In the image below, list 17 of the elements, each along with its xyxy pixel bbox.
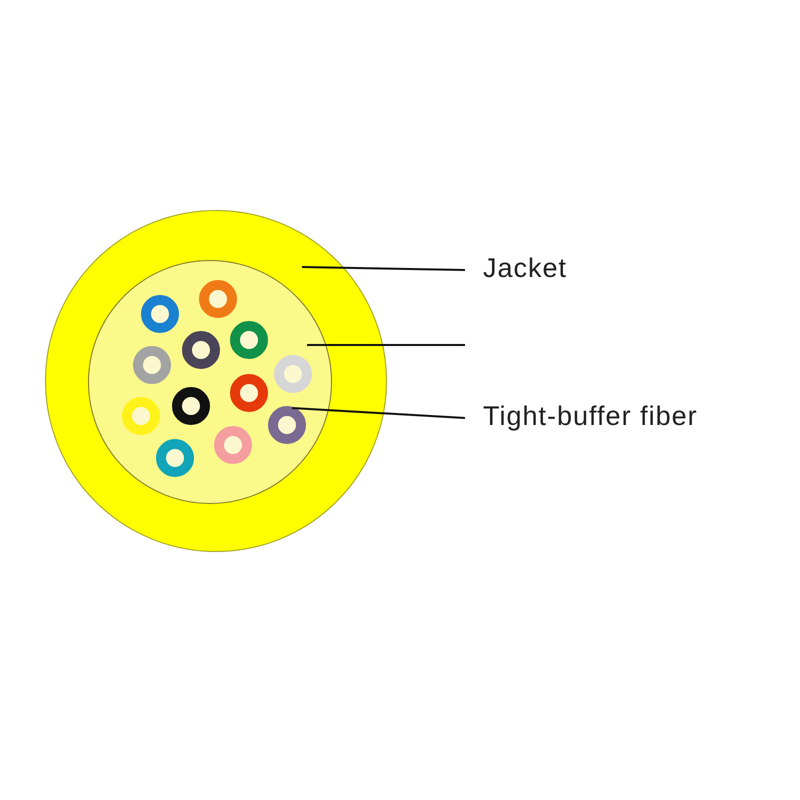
fiber-cross-section — [133, 346, 171, 384]
fiber-cross-section — [172, 387, 210, 425]
fiber-cross-section — [122, 397, 160, 435]
leader-line — [302, 266, 466, 271]
fiber-cross-section — [268, 406, 306, 444]
fiber-cross-section — [230, 374, 268, 412]
leader-line — [292, 407, 466, 419]
fiber-cross-section — [274, 355, 312, 393]
fiber-cross-section — [156, 439, 194, 477]
fiber-cross-section — [141, 295, 179, 333]
fiber-cross-section — [230, 321, 268, 359]
part-label: Tight-buffer fiber — [483, 400, 698, 432]
fiber-cross-section — [199, 280, 237, 318]
fiber-cross-section — [182, 331, 220, 369]
fiber-cross-section — [214, 426, 252, 464]
leader-line — [307, 344, 465, 346]
part-label: Jacket — [483, 252, 568, 284]
